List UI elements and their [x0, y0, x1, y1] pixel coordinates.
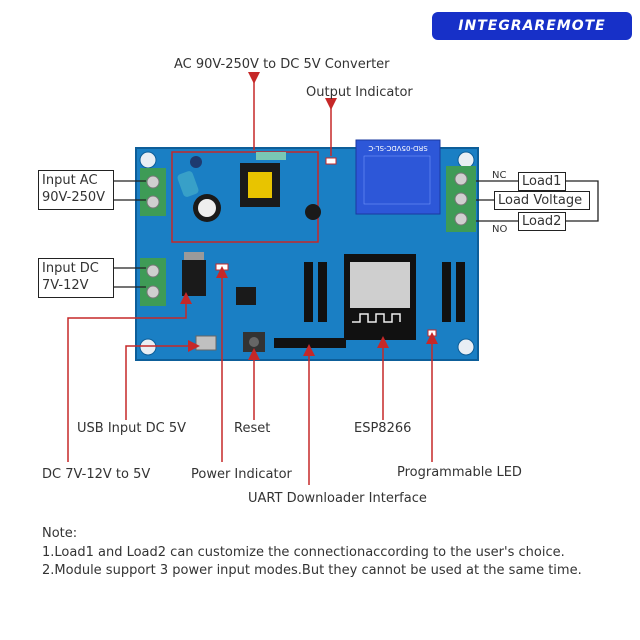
esp8266-label: ESP8266 [354, 421, 412, 436]
input-ac-line2: 90V-250V [42, 190, 106, 205]
load1-box: Load1 [518, 172, 566, 191]
dc-regulator [182, 260, 206, 296]
mosfet [236, 287, 256, 305]
mount-hole [139, 338, 157, 356]
inductor [190, 156, 202, 168]
output-indicator-led [325, 157, 337, 165]
terminal-ac [140, 168, 166, 216]
input-dc-box: Input DC 7V-12V [38, 258, 114, 298]
uart-header [274, 338, 346, 348]
power-indicator-label: Power Indicator [191, 467, 292, 482]
programmable-led-chip [427, 329, 437, 337]
brand-logo: INTEGRAREMOTE [432, 12, 632, 40]
load2-box: Load2 [518, 212, 566, 231]
uart-label: UART Downloader Interface [248, 491, 427, 506]
input-ac-box: Input AC 90V-250V [38, 170, 114, 210]
notes-title: Note: [42, 526, 78, 541]
reset-label: Reset [234, 421, 271, 436]
nc-label: NC [492, 170, 507, 181]
notes-block: Note: 1.Load1 and Load2 can customize th… [42, 525, 582, 581]
relay [355, 139, 441, 215]
notes-line2: 2.Module support 3 power input modes.But… [42, 563, 582, 578]
notes-line1: 1.Load1 and Load2 can customize the conn… [42, 544, 565, 560]
power-indicator-led [215, 263, 229, 271]
mount-hole [139, 151, 157, 169]
input-ac-line1: Input AC [42, 173, 98, 188]
gpio-header-left [304, 262, 327, 322]
ac-converter-label: AC 90V-250V to DC 5V Converter [174, 57, 390, 72]
gpio-header-right [442, 262, 465, 322]
usb-input-label: USB Input DC 5V [77, 421, 186, 436]
input-dc-line2: 7V-12V [42, 278, 89, 293]
no-label: NO [492, 224, 508, 235]
usb-port [195, 335, 217, 351]
dc-converter-label: DC 7V-12V to 5V [42, 467, 151, 482]
mount-hole [457, 338, 475, 356]
programmable-led-label: Programmable LED [397, 465, 522, 480]
capacitor-small [305, 204, 321, 220]
input-dc-line1: Input DC [42, 261, 99, 276]
output-indicator-label: Output Indicator [306, 85, 413, 100]
load-voltage-box: Load Voltage [494, 191, 590, 210]
ac-converter-zone [171, 151, 319, 243]
mount-hole [457, 151, 475, 169]
fuse [256, 152, 286, 160]
relay-model: SRD-05VDC-SL-C [368, 144, 427, 152]
